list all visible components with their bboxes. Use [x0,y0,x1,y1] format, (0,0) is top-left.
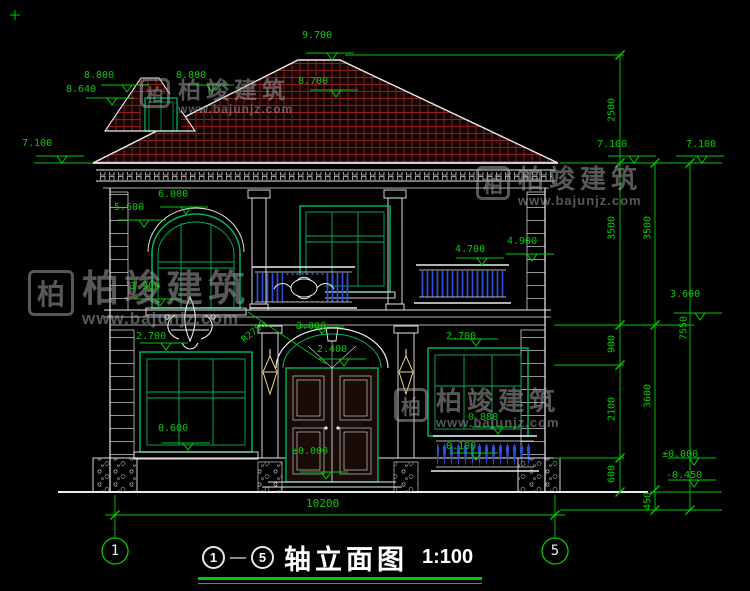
level-balcony-rail: 4.700 [455,244,486,255]
dim-total-width: 10200 [306,497,340,510]
balcony-railing-center [250,266,357,309]
watermark-2: 柏 柏竣建筑 www.bajunjz.com [476,164,643,209]
axis-bubble-left-label: 1 [110,543,120,559]
wall-lamp-left [262,349,278,396]
level-win1-left: 2.700 [136,331,167,342]
porch-railing [431,435,539,472]
level-win2-sill: 3.900 [130,281,161,292]
level-ground-right: ±0.000 [662,449,699,460]
level-porch-rail: 0.880 [468,412,499,423]
level-below-ground: -0.450 [666,470,703,481]
dim-floor1-height: 3600 [642,383,654,409]
dimension-graphics [34,49,725,538]
level-dormer-ridge: 8.800 [84,70,115,81]
balcony-railing-right [414,264,511,304]
level-balcony-rail-right: 4.900 [507,236,538,247]
dim-upper-a: 3500 [606,215,618,241]
level-floor2: 3.600 [670,289,701,300]
wall-lamps [262,349,414,396]
entry-door-group [262,326,402,488]
watermark-url: www.bajunjz.com [178,102,294,117]
level-door-top: 2.400 [317,344,348,355]
dim-band-600: 600 [606,464,618,484]
dim-upper-b: 3500 [642,215,654,241]
axis-bubble-right-label: 5 [550,543,560,559]
dim-below-ground-450: 450 [642,491,654,511]
dim-total-height: 7550 [678,315,690,341]
watermark-1: 柏 柏竣建筑 www.bajunjz.com [140,78,293,116]
title-underline-thick [198,577,482,580]
page-title: 轴立面图 [284,545,408,575]
window-2f-left [145,207,247,316]
level-plinth: 0.100 [446,441,477,452]
level-eave-right: 7.100 [597,139,628,150]
level-eave-far-right: 7.100 [686,139,717,150]
window-1f-left [133,351,259,460]
dim-band-2100: 2100 [606,396,618,422]
dim-roof-height: 2500 [606,97,618,123]
watermark-url: www.bajunjz.com [436,415,560,431]
watermark-logo-icon: 柏 [28,270,74,316]
drawing-scale: 1:100 [422,546,474,568]
wall-lamp-right [398,349,414,396]
roof-group [92,59,559,164]
title-axis-start-bubble: 1 [202,546,225,569]
title-axis-separator: — [230,548,246,566]
title-axis-end: 5 [258,550,267,565]
dim-band-900: 900 [606,334,618,354]
arch-radius-leader [247,311,327,365]
wall-group [58,188,648,493]
base-group [92,457,561,493]
railing-ornament [273,276,335,300]
level-roof-b: 8.800 [176,70,207,81]
title-axis-end-bubble: 5 [251,546,274,569]
level-win2-spring: 5.600 [114,202,145,213]
title-axis-start: 1 [209,550,218,565]
level-roof-c: 8.700 [298,76,329,87]
level-win1-right: 2.700 [446,331,477,342]
title-underline-thin [198,583,482,584]
level-win1-sill: 0.600 [158,423,189,434]
axis-bubble-left [101,537,129,565]
level-ridge: 9.700 [302,30,333,41]
drawing-title: 1 — 5 轴立面图 1:100 [202,538,473,577]
level-dormer-eave: 8.640 [66,84,97,95]
watermark-url: www.bajunjz.com [518,193,642,209]
level-win2-arch: 6.000 [158,189,189,200]
pilasters-group [247,189,419,459]
watermark-brand: 柏竣建筑 [436,386,561,416]
watermark-brand: 柏竣建筑 [178,77,290,103]
watermark-4: 柏 柏竣建筑 www.bajunjz.com [394,386,561,431]
watermark-3: 柏 柏竣建筑 www.bajunjz.com [28,268,250,329]
wall-ornament [164,295,216,350]
watermark-brand: 柏竣建筑 [518,164,643,194]
axis-bubbles [101,537,569,565]
watermark-logo-icon: 柏 [394,388,428,422]
viewport-marker [10,10,20,20]
axis-bubble-right [541,537,569,565]
watermark-logo-icon: 柏 [476,166,510,200]
watermark-logo-icon: 柏 [140,78,170,108]
level-arch-top: 3.000 [296,321,327,332]
level-ground-center: ±0.000 [292,446,329,457]
level-eave-left: 7.100 [22,138,53,149]
watermark-url: www.bajunjz.com [82,308,239,328]
watermark-brand: 柏竣建筑 [82,268,250,309]
